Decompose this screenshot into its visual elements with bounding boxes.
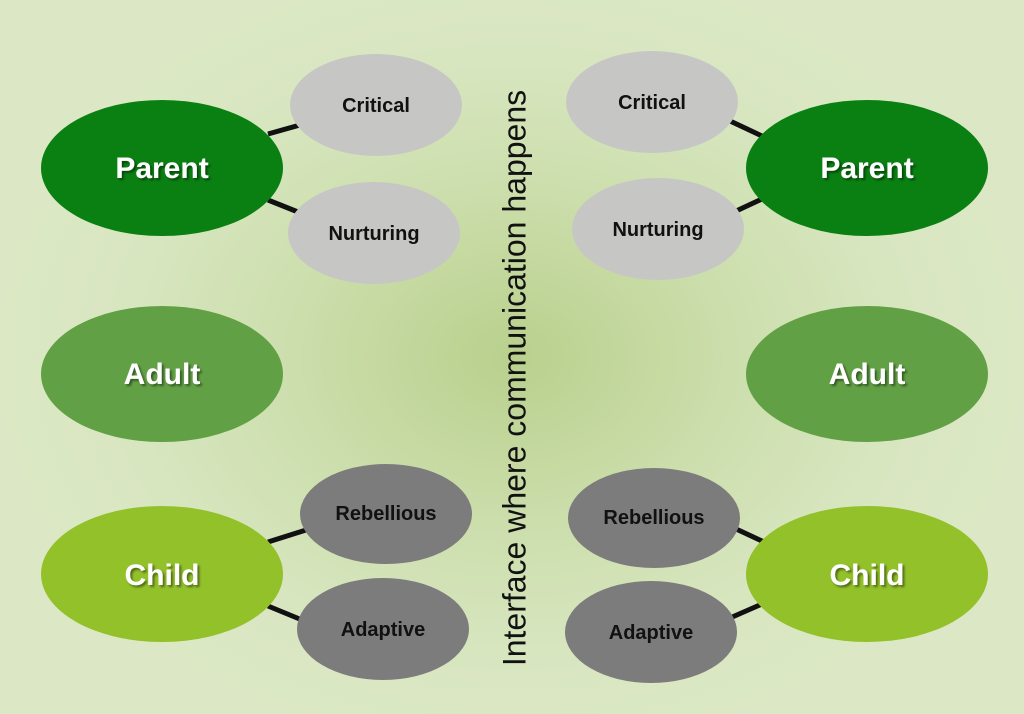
connector-right-child-rebellious — [732, 525, 766, 545]
left-rebellious-label: Rebellious — [335, 503, 436, 525]
left-adaptive-node: Adaptive — [297, 578, 469, 680]
left-rebellious-ellipse — [300, 464, 472, 564]
left-parent-ellipse — [41, 100, 283, 236]
right-child-label: Child — [830, 559, 905, 592]
left-child-label: Child — [125, 559, 200, 592]
right-child-node: Child — [746, 506, 988, 642]
left-adult-label: Adult — [124, 358, 201, 391]
left-parent-label: Parent — [115, 152, 208, 185]
left-nurturing-node: Nurturing — [288, 182, 460, 284]
right-parent-label: Parent — [820, 152, 913, 185]
left-nurturing-label: Nurturing — [328, 223, 419, 245]
left-child-node: Child — [41, 506, 283, 642]
right-rebellious-node: Rebellious — [568, 468, 740, 568]
right-critical-node: Critical — [566, 51, 738, 153]
right-adaptive-node: Adaptive — [565, 581, 737, 683]
connector-right-parent-nurturing — [732, 195, 766, 215]
left-adult-node: Adult — [41, 306, 283, 442]
connector-left-parent-nurturing — [267, 197, 299, 215]
left-rebellious-node: Rebellious — [300, 464, 472, 564]
left-adaptive-label: Adaptive — [341, 619, 425, 641]
right-adaptive-label: Adaptive — [609, 622, 693, 644]
connector-left-parent-critical — [267, 122, 301, 137]
right-nurturing-label: Nurturing — [612, 219, 703, 241]
right-critical-ellipse — [566, 51, 738, 153]
connector-right-child-adaptive — [728, 601, 764, 621]
right-nurturing-ellipse — [572, 178, 744, 280]
connector-right-parent-critical — [726, 117, 764, 139]
right-adaptive-ellipse — [565, 581, 737, 683]
right-adult-ellipse — [746, 306, 988, 442]
left-adult-ellipse — [41, 306, 283, 442]
right-nurturing-node: Nurturing — [572, 178, 744, 280]
center-interface-label: Interface where communication happens — [496, 90, 532, 666]
right-parent-ellipse — [746, 100, 988, 236]
left-parent-node: Parent — [41, 100, 283, 236]
right-rebellious-ellipse — [568, 468, 740, 568]
left-child-ellipse — [41, 506, 283, 642]
connector-left-child-rebellious — [267, 527, 307, 545]
connector-left-child-adaptive — [267, 603, 303, 623]
left-critical-label: Critical — [342, 95, 410, 117]
right-adult-node: Adult — [746, 306, 988, 442]
left-nurturing-ellipse — [288, 182, 460, 284]
left-critical-ellipse — [290, 54, 462, 156]
right-critical-label: Critical — [618, 92, 686, 114]
right-rebellious-label: Rebellious — [603, 507, 704, 529]
right-child-ellipse — [746, 506, 988, 642]
right-parent-node: Parent — [746, 100, 988, 236]
left-critical-node: Critical — [290, 54, 462, 156]
left-adaptive-ellipse — [297, 578, 469, 680]
right-adult-label: Adult — [829, 358, 906, 391]
